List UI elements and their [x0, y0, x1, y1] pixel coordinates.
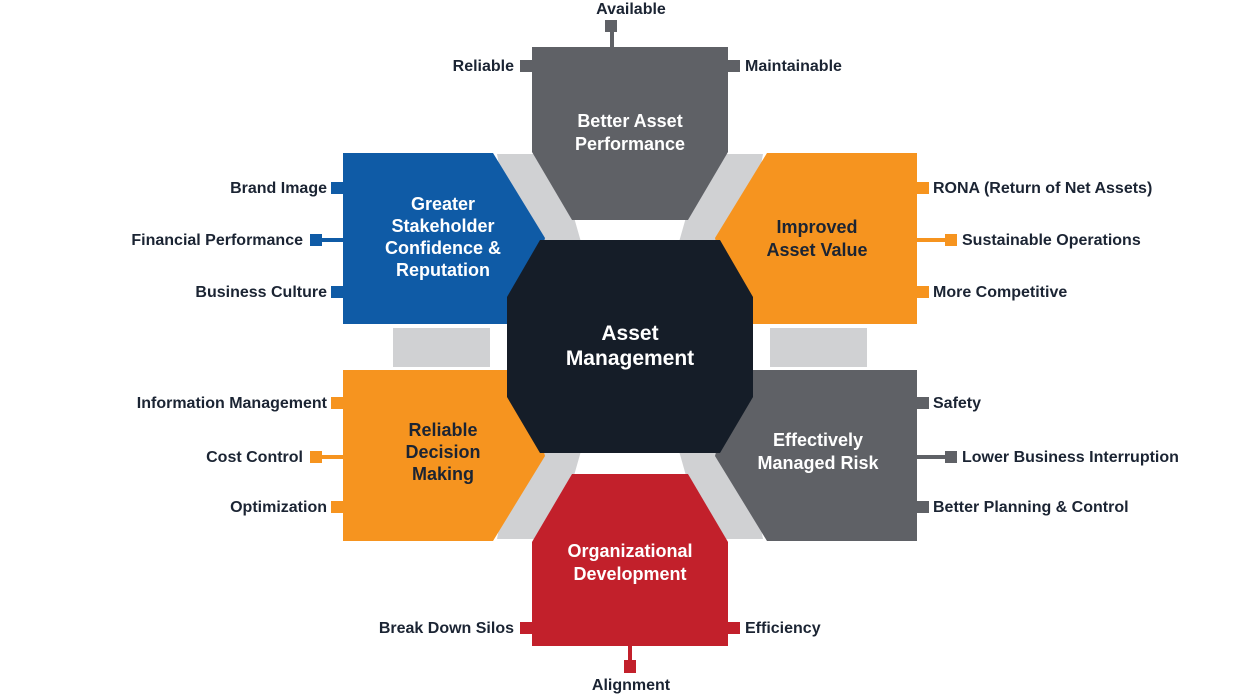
alignment-stem: [628, 646, 632, 663]
label-efficiency: Efficiency: [745, 620, 821, 637]
petal-effectively-managed-risk: [715, 370, 917, 541]
available-stem: [610, 31, 614, 48]
alignment-square: [624, 660, 636, 673]
financial-performance-square: [310, 234, 322, 246]
asset-value-title-line2: Asset Value: [766, 240, 867, 260]
label-financial-performance: Financial Performance: [131, 232, 303, 249]
performance-title-line1: Better Asset: [577, 111, 682, 131]
lower-business-interruption-line: [917, 455, 946, 459]
label-alignment: Alignment: [592, 677, 671, 694]
label-maintainable: Maintainable: [745, 58, 842, 75]
stakeholder-title-line2: Stakeholder: [391, 216, 494, 236]
label-brand-image: Brand Image: [230, 180, 327, 197]
decision-title-line1: Reliable: [408, 420, 477, 440]
label-information-management: Information Management: [137, 395, 328, 412]
stakeholder-title-line4: Reputation: [396, 260, 490, 280]
optimization-square: [331, 501, 343, 513]
label-safety: Safety: [933, 395, 981, 412]
label-available: Available: [596, 1, 666, 18]
break-down-silos-square: [520, 622, 532, 634]
label-cost-control: Cost Control: [206, 449, 303, 466]
decision-title-line3: Making: [412, 464, 474, 484]
label-rona: RONA (Return of Net Assets): [933, 180, 1152, 197]
label-lower-business-interruption: Lower Business Interruption: [962, 449, 1179, 466]
connector-right: [770, 328, 867, 367]
petal-organizational-development: [532, 474, 728, 646]
decision-title-line2: Decision: [405, 442, 480, 462]
safety-square: [917, 397, 929, 409]
label-optimization: Optimization: [230, 499, 327, 516]
asset-value-title-line1: Improved: [776, 217, 857, 237]
risk-title-line2: Managed Risk: [757, 453, 879, 473]
petal-improved-asset-value: [715, 153, 917, 324]
label-more-competitive: More Competitive: [933, 284, 1067, 301]
brand-image-square: [331, 182, 343, 194]
more-competitive-square: [917, 286, 929, 298]
risk-title-line1: Effectively: [773, 430, 863, 450]
org-dev-title-line1: Organizational: [567, 541, 692, 561]
label-business-culture: Business Culture: [195, 284, 327, 301]
maintainable-square: [728, 60, 740, 72]
stakeholder-title-line1: Greater: [411, 194, 475, 214]
label-better-planning-control: Better Planning & Control: [933, 499, 1129, 516]
center-hexagon: [507, 240, 753, 453]
petal-reliable-decision-making: [343, 370, 545, 541]
sustainable-operations-square: [945, 234, 957, 246]
label-reliable: Reliable: [453, 58, 514, 75]
sustainable-operations-line: [917, 238, 946, 242]
connector-left: [393, 328, 490, 367]
petal-better-asset-performance: [532, 47, 728, 220]
performance-title-line2: Performance: [575, 134, 685, 154]
center-title-line1: Asset: [601, 322, 658, 345]
petal-greater-stakeholder: [343, 153, 545, 324]
label-sustainable-operations: Sustainable Operations: [962, 232, 1141, 249]
available-square: [605, 20, 617, 32]
org-dev-title-line2: Development: [573, 564, 686, 584]
information-management-square: [331, 397, 343, 409]
lower-business-interruption-square: [945, 451, 957, 463]
label-break-down-silos: Break Down Silos: [379, 620, 514, 637]
reliable-square: [520, 60, 532, 72]
cost-control-line: [322, 455, 344, 459]
stakeholder-title-line3: Confidence &: [385, 238, 501, 258]
business-culture-square: [331, 286, 343, 298]
rona-square: [917, 182, 929, 194]
cost-control-square: [310, 451, 322, 463]
financial-performance-line: [322, 238, 344, 242]
center-title-line2: Management: [566, 347, 694, 370]
efficiency-square: [728, 622, 740, 634]
better-planning-square: [917, 501, 929, 513]
